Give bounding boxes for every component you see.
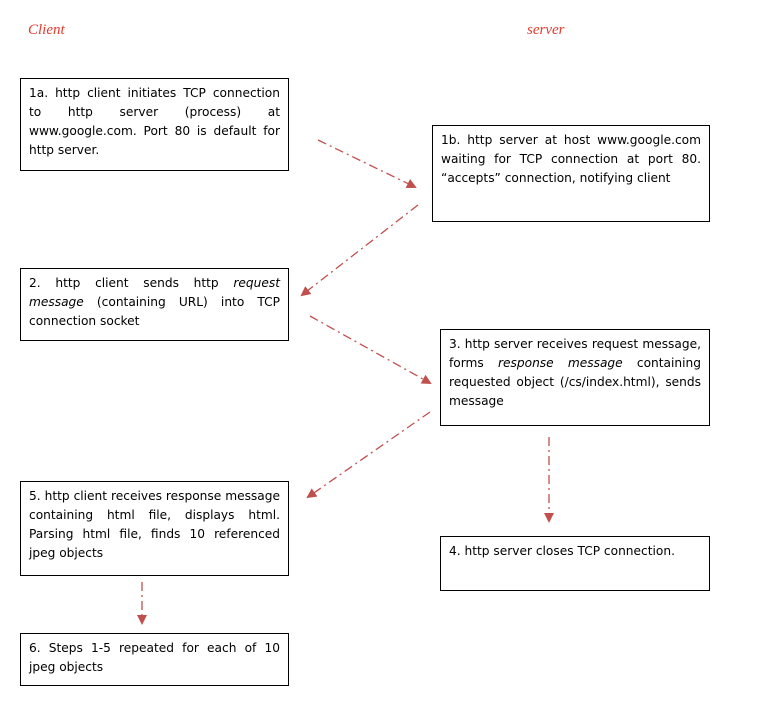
step-1b-text: 1b. http server at host www.google.com w… [441,133,701,185]
arrow-2-to-3 [309,315,432,384]
step-2-text: 2. http client sends http request messag… [29,276,280,328]
step-1a-text: 1a. http client initiates TCP connection… [29,86,280,157]
step-6-box: 6. Steps 1-5 repeated for each of 10 jpe… [20,633,289,686]
server-heading: server [527,22,565,38]
step-3-text: 3. http server receives request message,… [449,337,701,408]
step-4-box: 4. http server closes TCP connection. [440,536,710,591]
step-1b-box: 1b. http server at host www.google.com w… [432,125,710,222]
arrow-1a-to-1b [317,139,417,189]
step-5-text: 5. http client receives response message… [29,489,280,560]
step-1a-box: 1a. http client initiates TCP connection… [20,78,289,171]
step-3-box: 3. http server receives request message,… [440,329,710,426]
step-6-text: 6. Steps 1-5 repeated for each of 10 jpe… [29,641,280,674]
step-4-text: 4. http server closes TCP connection. [449,544,675,558]
step-5-box: 5. http client receives response message… [20,481,289,576]
arrow-3-to-5 [306,411,431,499]
step-2-box: 2. http client sends http request messag… [20,268,289,341]
client-heading: Client [28,22,65,38]
arrow-1b-to-2 [300,204,419,297]
